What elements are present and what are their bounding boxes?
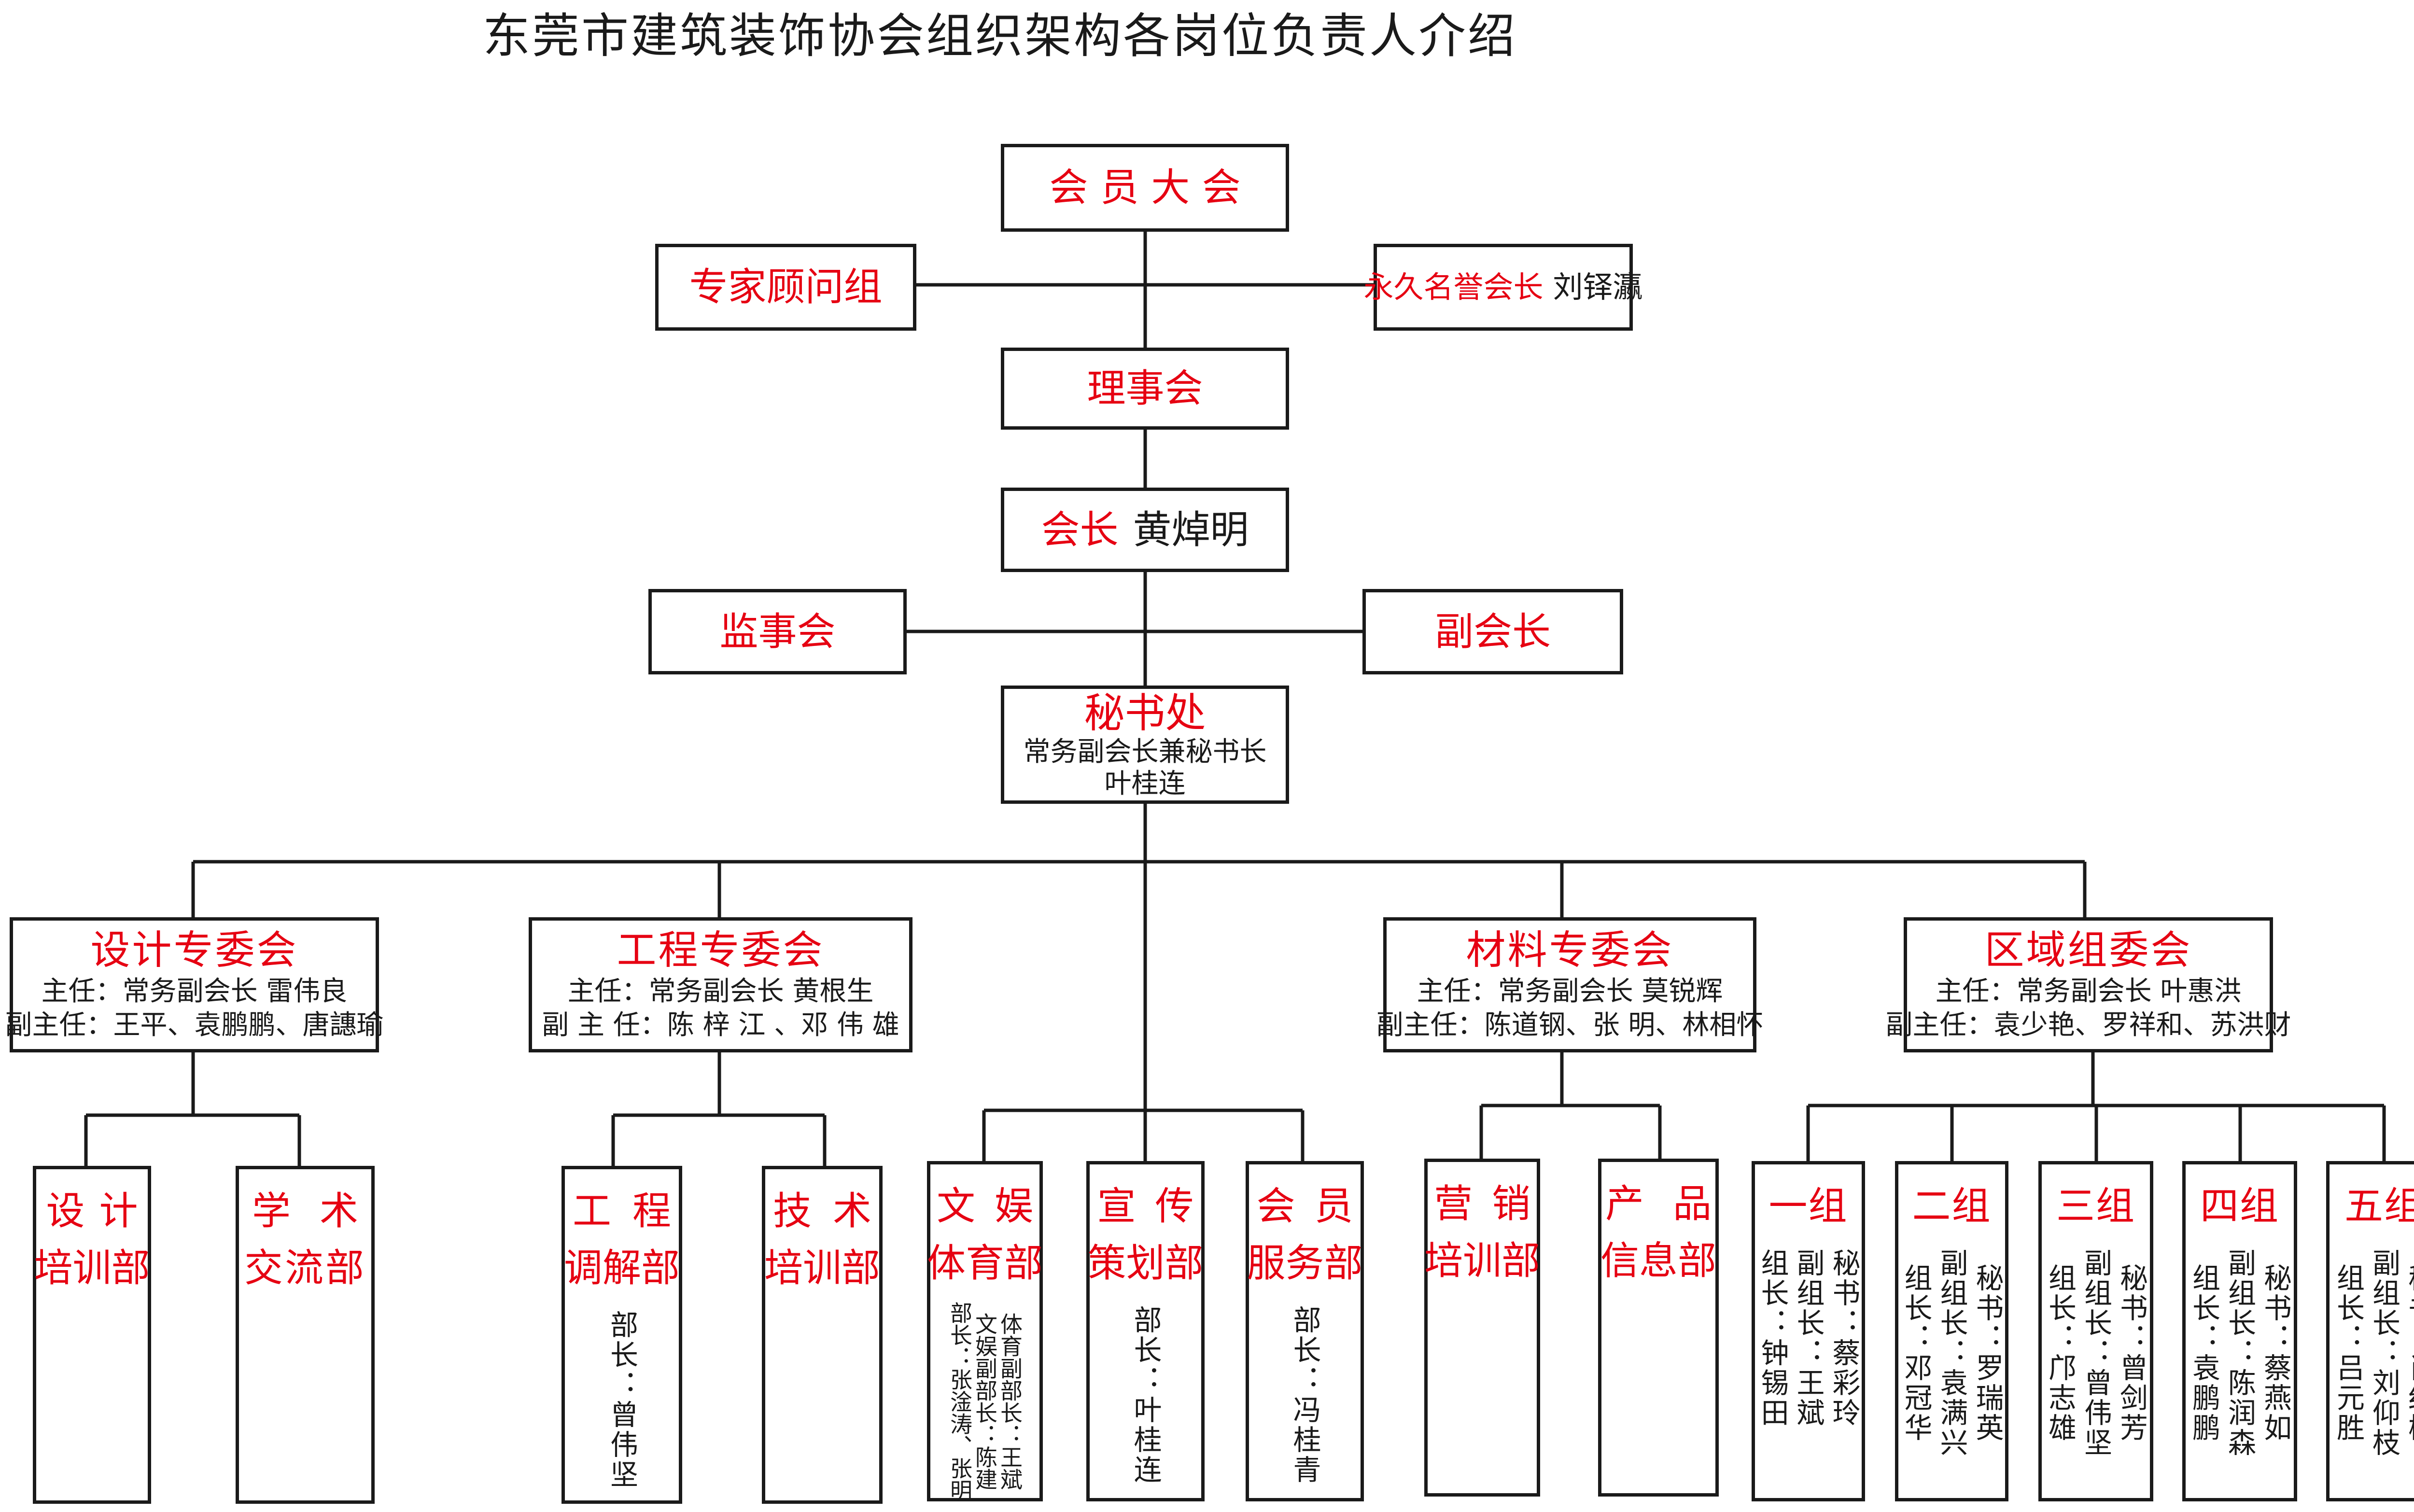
tech-training-dept-box[interactable]: 技术 培训部 bbox=[762, 1166, 883, 1504]
secretariat-name: 叶桂连 bbox=[1104, 768, 1186, 799]
group-3-secretary: 秘书：曾剑芳 bbox=[2115, 1263, 2148, 1443]
regional-committee-box[interactable]: 区域组委会 主任：常务副会长 叶惠洪 副主任：袁少艳、罗祥和、苏洪财 bbox=[1886, 917, 2291, 1052]
materials-committee-deputy: 副主任：陈道钢、张 明、林相怀 bbox=[1376, 1009, 1764, 1041]
sports-sports-deputy: 体育副部长：王斌 bbox=[997, 1313, 1023, 1490]
design-committee-director: 主任：常务副会长 雷伟良 bbox=[41, 976, 348, 1007]
design-training-line2: 培训部 bbox=[34, 1246, 150, 1290]
group-5-leader: 组长：吕元胜 bbox=[2332, 1263, 2365, 1443]
marketing-line2: 培训部 bbox=[1424, 1238, 1540, 1283]
product-info-dept-box[interactable]: 产品 信息部 bbox=[1598, 1159, 1719, 1497]
group-5-deputy: 副组长：刘仰枝 bbox=[2368, 1248, 2400, 1458]
general-assembly-label: 会 员 大 会 bbox=[1049, 165, 1241, 210]
member-service-dept-box[interactable]: 会员 服务部 部长：冯桂青 bbox=[1246, 1161, 1364, 1501]
design-training-dept-box[interactable]: 设计 培训部 bbox=[33, 1166, 151, 1504]
mediation-dept-box[interactable]: 工程 调解部 部长：曾伟坚 bbox=[561, 1166, 682, 1504]
group-4-name: 四组 bbox=[2200, 1184, 2279, 1229]
group-2-deputy: 副组长：袁满兴 bbox=[1935, 1248, 1968, 1458]
supervisors-box[interactable]: 监事会 bbox=[648, 589, 907, 674]
group-4-box[interactable]: 四组 秘书：蔡燕如 副组长：陈润森 组长：袁鹏鹏 bbox=[2182, 1161, 2297, 1501]
publicity-line2: 策划部 bbox=[1087, 1241, 1204, 1286]
group-1-secretary: 秘书：蔡彩玲 bbox=[1827, 1248, 1861, 1428]
member-service-head: 部长：冯桂青 bbox=[1288, 1305, 1321, 1485]
group-2-leader: 组长：邓冠华 bbox=[1899, 1263, 1933, 1443]
sports-line1: 文娱 bbox=[937, 1184, 1053, 1229]
group-5-secretary: 秘书：肖红梅 bbox=[2403, 1263, 2414, 1443]
regional-committee-director: 主任：常务副会长 叶惠洪 bbox=[1935, 976, 2242, 1007]
group-4-deputy: 副组长：陈润森 bbox=[2223, 1248, 2256, 1458]
secretariat-title: 秘书处 bbox=[1084, 689, 1206, 737]
tech-training-line2: 培训部 bbox=[764, 1246, 880, 1290]
sports-dept-box[interactable]: 文娱 体育部 体育副部长：王斌 文娱副部长：陈建 部长：张淦涛、张明 bbox=[927, 1161, 1043, 1501]
sports-line2: 体育部 bbox=[927, 1241, 1043, 1286]
group-2-secretary: 秘书：罗瑞英 bbox=[1971, 1263, 2004, 1443]
regional-committee-deputy: 副主任：袁少艳、罗祥和、苏洪财 bbox=[1885, 1009, 2291, 1041]
honorary-name: 刘铎瀛 bbox=[1553, 269, 1643, 305]
group-3-leader: 组长：邝志雄 bbox=[2044, 1263, 2077, 1443]
publicity-head: 部长：叶桂连 bbox=[1129, 1305, 1162, 1485]
product-info-line2: 信息部 bbox=[1600, 1238, 1716, 1283]
mediation-head: 部长：曾伟坚 bbox=[605, 1310, 638, 1490]
supervisors-label: 监事会 bbox=[719, 609, 836, 654]
sports-head: 部长：张淦涛、张明 bbox=[947, 1302, 973, 1501]
group-3-name: 三组 bbox=[2056, 1184, 2135, 1229]
member-service-line1: 会员 bbox=[1256, 1184, 1373, 1229]
page-title: 东莞市建筑装饰协会组织架构各岗位负责人介绍 bbox=[483, 9, 1517, 64]
vice-president-label: 副会长 bbox=[1435, 609, 1551, 654]
materials-committee-box[interactable]: 材料专委会 主任：常务副会长 莫锐辉 副主任：陈道钢、张 明、林相怀 bbox=[1376, 917, 1763, 1052]
regional-committee-title: 区域组委会 bbox=[1984, 927, 2192, 973]
academic-line1: 学术 bbox=[252, 1189, 387, 1233]
group-4-leader: 组长：袁鹏鹏 bbox=[2188, 1263, 2220, 1443]
sports-ent-deputy: 文娱副部长：陈建 bbox=[972, 1313, 998, 1490]
tech-training-line1: 技术 bbox=[773, 1189, 893, 1233]
experts-box[interactable]: 专家顾问组 bbox=[655, 244, 916, 331]
academic-dept-box[interactable]: 学术 交流部 bbox=[236, 1166, 375, 1504]
engineering-committee-title: 工程专委会 bbox=[617, 927, 825, 973]
council-label: 理事会 bbox=[1087, 366, 1203, 411]
group-1-name: 一组 bbox=[1768, 1184, 1848, 1229]
group-3-box[interactable]: 三组 秘书：曾剑芳 副组长：曾伟坚 组长：邝志雄 bbox=[2038, 1161, 2153, 1501]
design-committee-title: 设计专委会 bbox=[90, 927, 298, 973]
group-1-deputy: 副组长：王斌 bbox=[1792, 1248, 1825, 1428]
honorary-president-box[interactable]: 永久名誉会长 刘铎瀛 bbox=[1363, 244, 1643, 331]
mediation-line1: 工程 bbox=[573, 1189, 692, 1233]
general-assembly-box[interactable]: 会 员 大 会 bbox=[1001, 144, 1289, 232]
experts-label: 专家顾问组 bbox=[689, 265, 883, 309]
group-2-box[interactable]: 二组 秘书：罗瑞英 副组长：袁满兴 组长：邓冠华 bbox=[1895, 1161, 2008, 1501]
secretariat-role: 常务副会长兼秘书长 bbox=[1023, 736, 1267, 768]
engineering-committee-deputy: 副 主 任：陈 梓 江 、邓 伟 雄 bbox=[542, 1009, 899, 1041]
honorary-title: 永久名誉会长 bbox=[1363, 269, 1544, 305]
design-committee-box[interactable]: 设计专委会 主任：常务副会长 雷伟良 副主任：王平、袁鹏鹏、唐譓瑜 bbox=[5, 917, 384, 1052]
engineering-committee-director: 主任：常务副会长 黄根生 bbox=[567, 976, 874, 1007]
publicity-line1: 宣传 bbox=[1097, 1184, 1213, 1229]
member-service-line2: 服务部 bbox=[1247, 1241, 1363, 1286]
council-box[interactable]: 理事会 bbox=[1001, 348, 1289, 430]
president-box[interactable]: 会长 黄焯明 bbox=[1001, 488, 1289, 572]
engineering-committee-box[interactable]: 工程专委会 主任：常务副会长 黄根生 副 主 任：陈 梓 江 、邓 伟 雄 bbox=[529, 917, 912, 1052]
materials-committee-title: 材料专委会 bbox=[1466, 927, 1674, 973]
president-name: 黄焯明 bbox=[1133, 507, 1249, 552]
design-training-line1: 设计 bbox=[46, 1189, 153, 1233]
marketing-dept-box[interactable]: 营销 培训部 bbox=[1424, 1159, 1540, 1497]
group-5-box[interactable]: 五组 秘书：肖红梅 副组长：刘仰枝 组长：吕元胜 bbox=[2326, 1161, 2414, 1501]
product-info-line1: 产品 bbox=[1605, 1181, 1740, 1226]
group-4-secretary: 秘书：蔡燕如 bbox=[2259, 1263, 2292, 1443]
vice-president-box[interactable]: 副会长 bbox=[1362, 589, 1623, 674]
group-5-name: 五组 bbox=[2344, 1184, 2414, 1229]
design-committee-deputy: 副主任：王平、袁鹏鹏、唐譓瑜 bbox=[5, 1009, 384, 1041]
marketing-line1: 营销 bbox=[1434, 1181, 1550, 1226]
academic-line2: 交流部 bbox=[244, 1246, 366, 1290]
secretariat-box[interactable]: 秘书处 常务副会长兼秘书长 叶桂连 bbox=[1001, 686, 1289, 804]
mediation-line2: 调解部 bbox=[564, 1246, 680, 1290]
group-2-name: 二组 bbox=[1912, 1184, 1992, 1229]
publicity-dept-box[interactable]: 宣传 策划部 部长：叶桂连 bbox=[1086, 1161, 1205, 1501]
group-1-box[interactable]: 一组 秘书：蔡彩玲 副组长：王斌 组长：钟锡田 bbox=[1752, 1161, 1865, 1501]
president-title: 会长 bbox=[1041, 507, 1119, 552]
materials-committee-director: 主任：常务副会长 莫锐辉 bbox=[1417, 976, 1723, 1007]
group-1-leader: 组长：钟锡田 bbox=[1756, 1248, 1789, 1428]
group-3-deputy: 副组长：曾伟坚 bbox=[2079, 1248, 2112, 1458]
